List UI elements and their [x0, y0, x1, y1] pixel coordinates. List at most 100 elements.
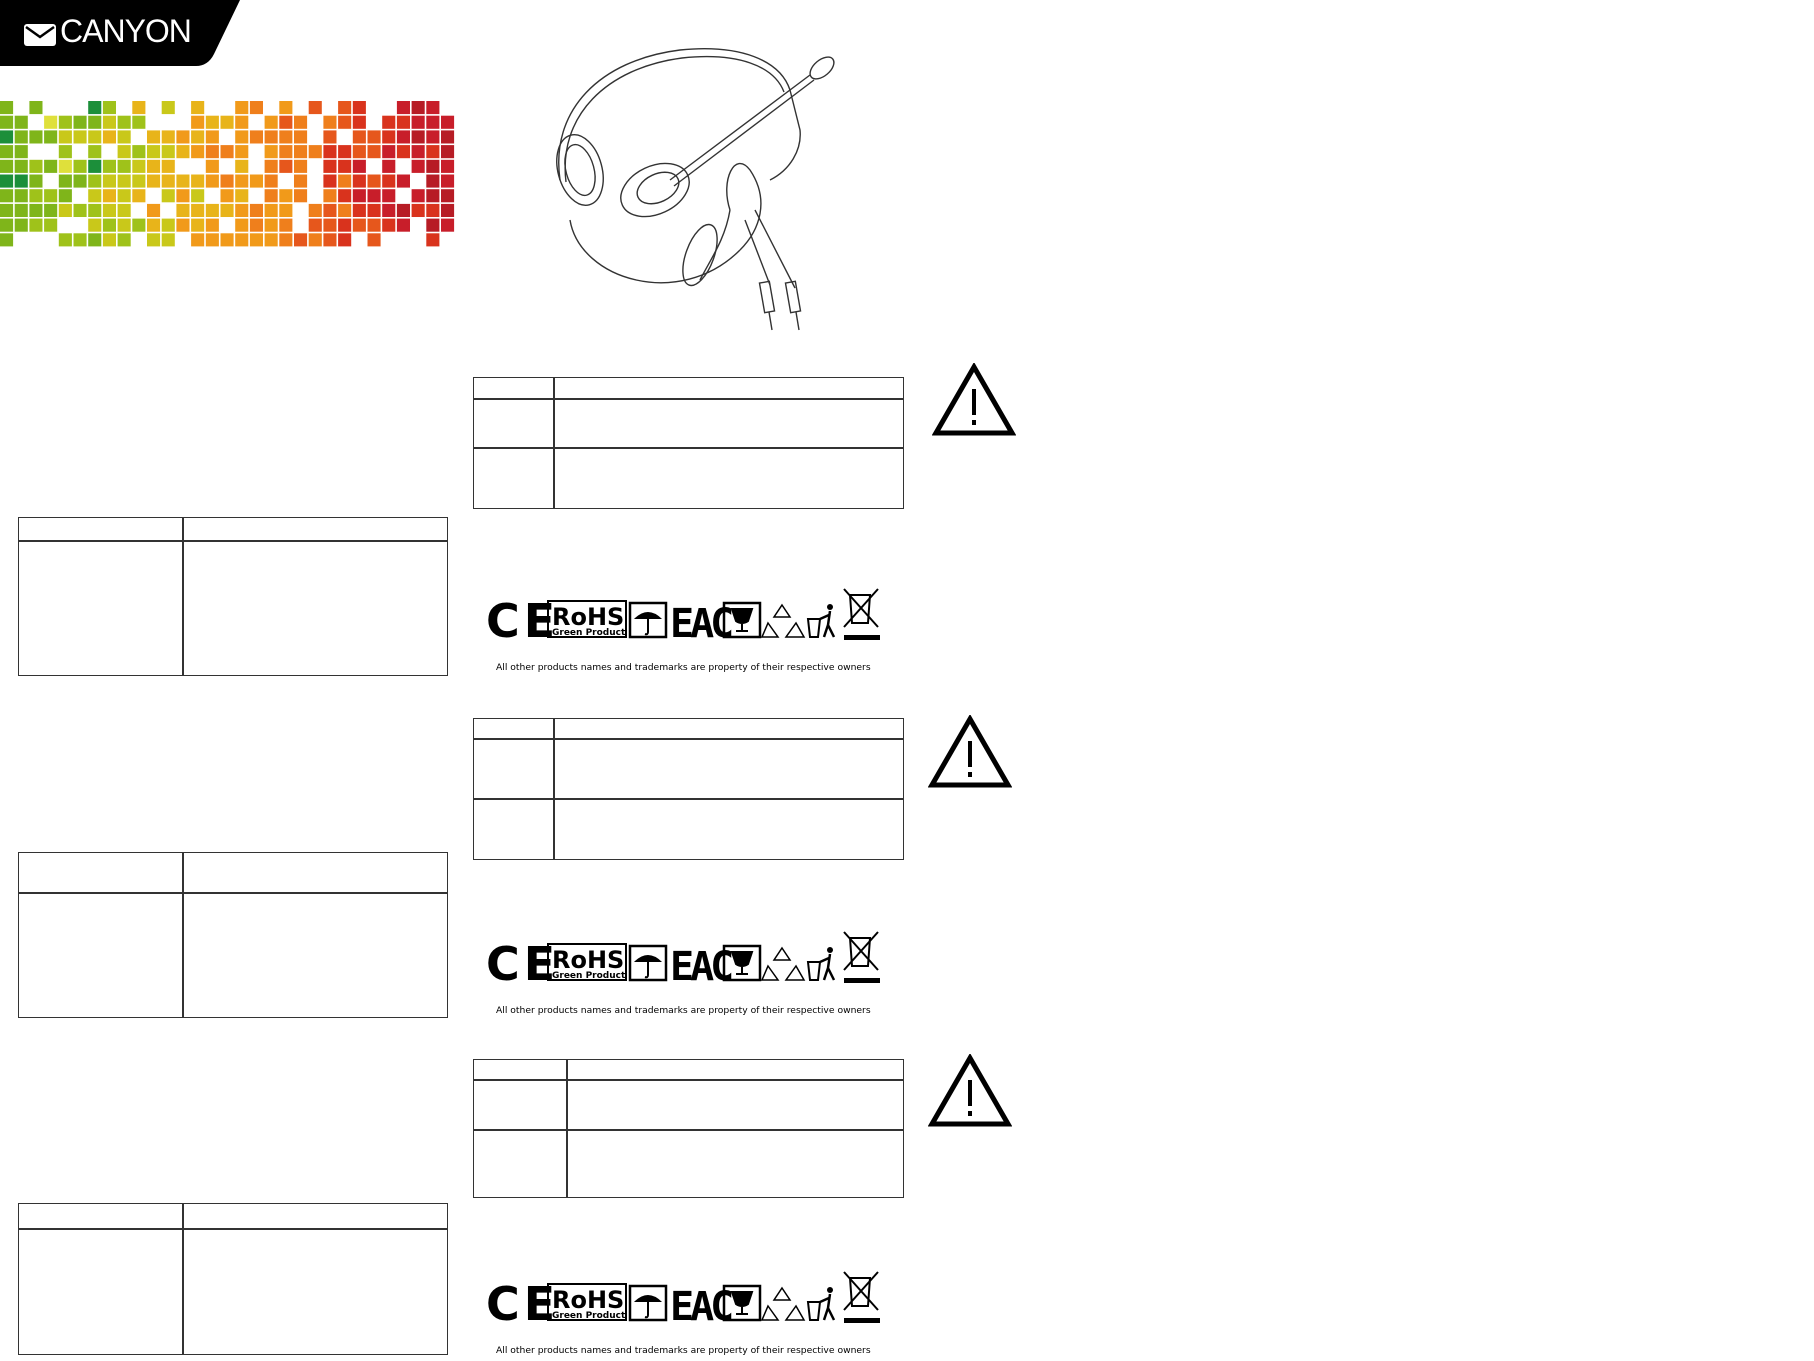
warning-triangle-icon: [928, 715, 1012, 788]
mosaic-tile: [382, 203, 396, 217]
mosaic-tile: [441, 145, 455, 159]
mosaic-tile: [220, 145, 234, 159]
mosaic-tile: [102, 233, 116, 247]
mosaic-tile: [29, 203, 43, 217]
mosaic-tile: [29, 218, 43, 232]
mosaic-tile: [323, 189, 337, 203]
mosaic-tile: [367, 174, 381, 188]
mosaic-tile: [382, 115, 396, 129]
recycle-icon: [760, 603, 806, 638]
mosaic-tile: [426, 203, 440, 217]
mosaic-tile: [147, 233, 161, 247]
mosaic-tile: [279, 203, 293, 217]
mosaic-tile: [411, 189, 425, 203]
mosaic-tile: [161, 189, 175, 203]
mosaic-tile: [88, 233, 102, 247]
mosaic-tile: [220, 203, 234, 217]
mosaic-tile: [323, 130, 337, 144]
mosaic-tile: [14, 159, 28, 173]
rohs-box: [547, 600, 627, 638]
keep-dry-frame: [628, 1284, 668, 1322]
mosaic-tile: [73, 203, 87, 217]
mosaic-tile: [352, 115, 366, 129]
spec-table-3: [18, 1203, 448, 1355]
mosaic-tile: [367, 233, 381, 247]
mosaic-tile: [176, 189, 190, 203]
mosaic-tile: [396, 115, 410, 129]
mosaic-tile: [102, 189, 116, 203]
mosaic-tile: [205, 130, 219, 144]
tidy-man-head-icon: [827, 1287, 833, 1293]
fragile-frame: [722, 601, 762, 639]
recycle-icon: [760, 1286, 806, 1321]
mosaic-tile: [264, 159, 278, 173]
mosaic-tile: [132, 218, 146, 232]
mosaic-tile: [249, 218, 263, 232]
mosaic-tile: [352, 130, 366, 144]
mosaic-tile: [73, 233, 87, 247]
mosaic-tile: [44, 130, 58, 144]
mosaic-tile: [220, 174, 234, 188]
mosaic-tile: [426, 218, 440, 232]
mosaic-tile: [264, 189, 278, 203]
mosaic-tile: [117, 218, 131, 232]
mosaic-tile: [117, 189, 131, 203]
mosaic-tile: [191, 233, 205, 247]
mosaic-tile: [411, 159, 425, 173]
rohs-sublabel: Green Product: [552, 971, 626, 981]
spec-table-6: [473, 1059, 904, 1198]
rohs-label: RoHS: [552, 946, 624, 974]
mosaic-tile: [102, 101, 116, 115]
mosaic-tile: [249, 174, 263, 188]
tidy-man-head-icon: [827, 604, 833, 610]
mosaic-tile: [396, 130, 410, 144]
mosaic-tile: [161, 130, 175, 144]
mosaic-tile: [161, 233, 175, 247]
mosaic-tile: [294, 145, 308, 159]
trademark-notice: All other products names and trademarks …: [496, 1345, 871, 1356]
mosaic-tile: [396, 203, 410, 217]
weee-bar-icon: [844, 1318, 880, 1323]
mosaic-tile: [352, 145, 366, 159]
mosaic-tile: [426, 233, 440, 247]
mosaic-tile: [14, 189, 28, 203]
mosaic-tile: [441, 159, 455, 173]
mosaic-tile: [29, 130, 43, 144]
mosaic-tile: [205, 233, 219, 247]
umbrella-icon: [634, 1295, 662, 1302]
weee-cross-icon: [843, 931, 879, 971]
mosaic-tile: [44, 203, 58, 217]
mosaic-tile: [235, 101, 249, 115]
mosaic-tile: [382, 159, 396, 173]
mosaic-tile: [0, 101, 14, 115]
mosaic-tile: [249, 233, 263, 247]
mosaic-tile: [88, 145, 102, 159]
ce-mark-icon: CE: [486, 1277, 559, 1331]
mosaic-tile: [382, 189, 396, 203]
mosaic-tile: [58, 233, 72, 247]
keep-dry-frame: [628, 944, 668, 982]
mosaic-tile: [294, 159, 308, 173]
mosaic-tile: [426, 189, 440, 203]
mosaic-tile: [0, 233, 14, 247]
mosaic-tile: [102, 159, 116, 173]
mosaic-tile: [176, 218, 190, 232]
mosaic-tile: [117, 174, 131, 188]
mosaic-tile: [220, 233, 234, 247]
rohs-label: RoHS: [552, 1286, 624, 1314]
mosaic-tile: [396, 145, 410, 159]
mosaic-tile: [191, 101, 205, 115]
mosaic-tile: [338, 218, 352, 232]
mosaic-tile: [88, 203, 102, 217]
brand-logo-banner: CANYON: [0, 0, 240, 66]
mosaic-tile: [132, 159, 146, 173]
fragile-glass-icon: [730, 951, 754, 975]
mosaic-tile: [338, 101, 352, 115]
mosaic-tile: [176, 174, 190, 188]
tidy-bin-icon: [806, 618, 822, 638]
mosaic-tile: [205, 115, 219, 129]
